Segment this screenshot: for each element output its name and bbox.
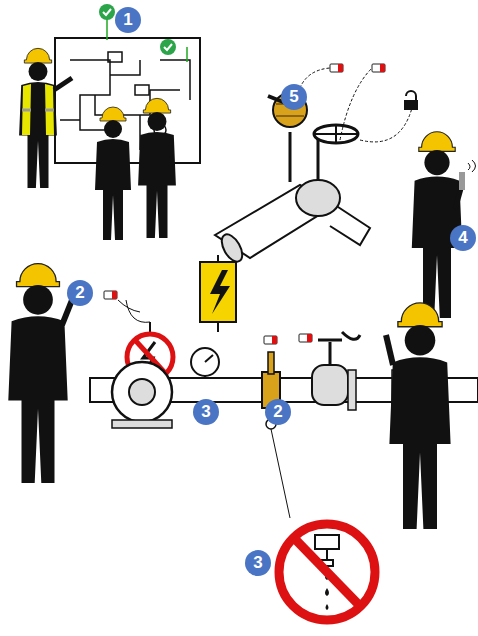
callout-number: 3 xyxy=(193,399,219,425)
callout-number: 4 xyxy=(450,225,476,251)
callout-number: 2 xyxy=(265,399,291,425)
callout-number: 2 xyxy=(67,280,93,306)
callout-number: 5 xyxy=(281,84,307,110)
callout-number: 3 xyxy=(245,550,271,576)
callout-number: 1 xyxy=(115,7,141,33)
